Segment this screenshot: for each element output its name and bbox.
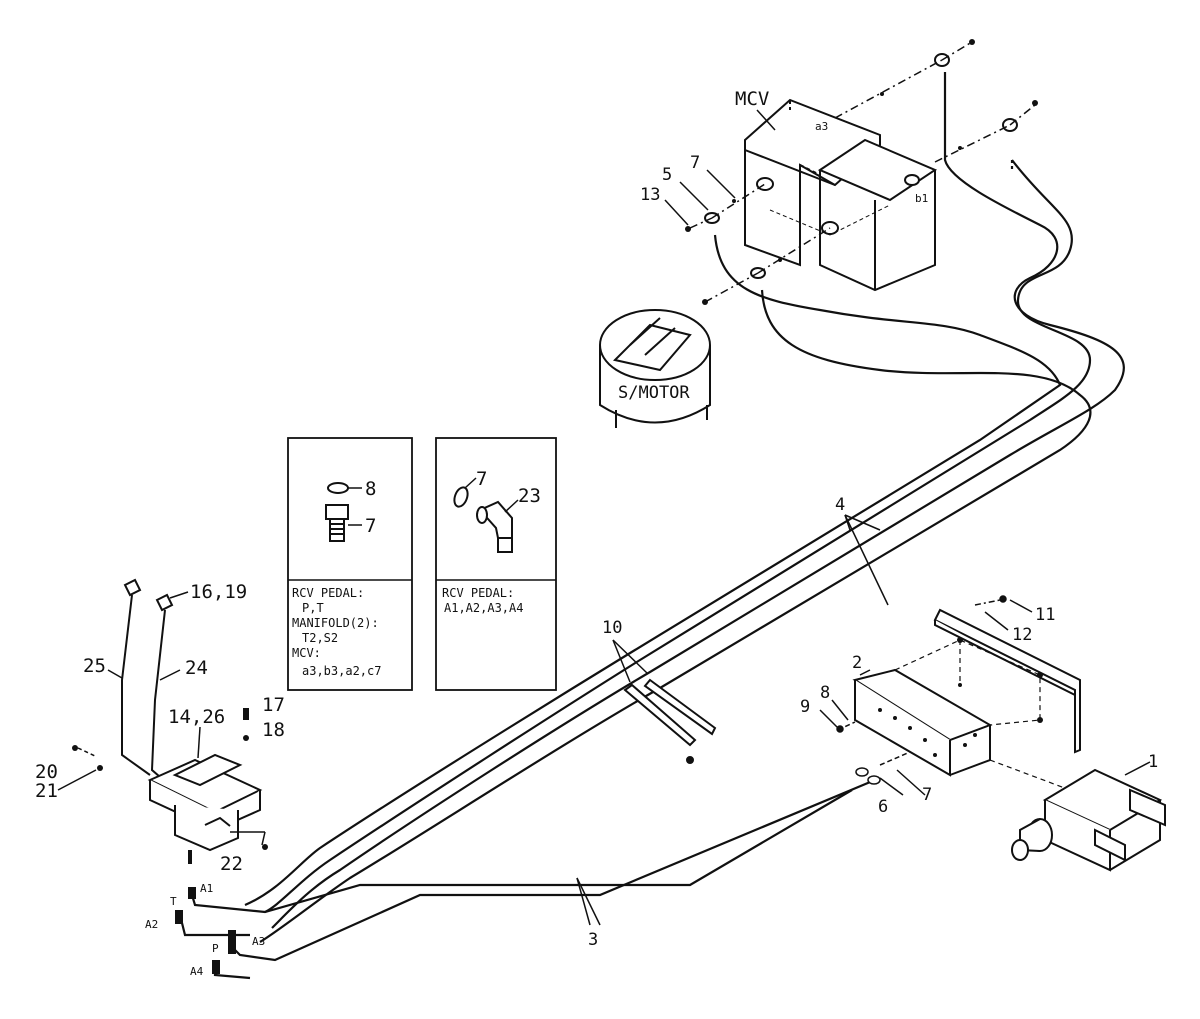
callout-18: 18	[262, 719, 285, 741]
callout-7-mcv: 7	[690, 153, 700, 173]
manifold-fitting-6-7	[855, 751, 926, 796]
callout-21: 21	[35, 780, 58, 802]
hose-end-fittings	[175, 850, 236, 974]
travel-pedal-assembly	[121, 578, 263, 852]
detail-left-callout-8: 8	[365, 478, 376, 500]
callout-11: 11	[1035, 605, 1055, 625]
callout-10-leaders	[612, 639, 649, 683]
mcv-leader-lines	[689, 41, 1036, 303]
manifold-2	[852, 668, 993, 777]
port-a3-label: A3	[252, 935, 265, 948]
callout-12: 12	[1012, 625, 1032, 645]
port-t-label: T	[170, 895, 177, 908]
callout-9: 9	[800, 697, 810, 717]
elbow-fitting-icon	[476, 500, 513, 553]
callout-25: 25	[83, 655, 106, 677]
callout-7-manifold: 7	[922, 785, 932, 805]
detail-left-line3: MANIFOLD(2):	[292, 616, 379, 630]
callout-20: 20	[35, 761, 58, 783]
bolt-11	[974, 595, 1007, 606]
swing-motor-label: S/MOTOR	[618, 383, 690, 403]
callout-3-leaders	[576, 877, 601, 926]
mcv-valve-block	[744, 98, 938, 292]
manifold-fitting-8-9	[819, 699, 856, 733]
detail-left-line1: RCV PEDAL:	[292, 586, 364, 600]
callout-14-26: 14,26	[168, 706, 225, 728]
detail-left-line6: a3,b3,a2,c7	[302, 664, 381, 678]
detail-left-line4: T2,S2	[302, 631, 338, 645]
swing-motor	[599, 309, 711, 428]
callout-6: 6	[878, 797, 888, 817]
pilot-pump-1	[1011, 768, 1166, 872]
port-a1-label: A1	[200, 882, 213, 895]
detail-left-callout-7: 7	[365, 515, 376, 537]
detail-right-callout-7: 7	[476, 468, 487, 490]
pedal-bolts	[72, 708, 268, 850]
port-label-b1: b1	[915, 192, 928, 205]
callout-16-19: 16,19	[190, 581, 247, 603]
port-label-a3: a3	[815, 120, 828, 133]
callout-4-leaders	[844, 514, 889, 606]
callout-5: 5	[662, 165, 672, 185]
manifold-ports	[878, 708, 977, 757]
bracket-bolt-holes	[957, 637, 1043, 723]
callout-24: 24	[185, 657, 208, 679]
mcv-hose-ends	[685, 39, 1038, 305]
callout-17: 17	[262, 694, 285, 716]
connector-icon	[325, 504, 349, 542]
detail-right-line2: A1,A2,A3,A4	[444, 601, 523, 615]
callout-3: 3	[588, 930, 598, 950]
callout-8: 8	[820, 683, 830, 703]
detail-left-line2: P,T	[302, 601, 324, 615]
detail-right-callout-23: 23	[518, 485, 541, 507]
detail-box-o-ring-connector	[287, 437, 413, 691]
detail-right-line1: RCV PEDAL:	[442, 586, 514, 600]
o-ring-icon	[453, 486, 469, 508]
port-a4-label: A4	[190, 965, 204, 978]
callout-13: 13	[640, 185, 660, 205]
hose-group-4	[244, 72, 1125, 943]
callout-1: 1	[1148, 752, 1158, 772]
port-p-label: P	[212, 942, 219, 955]
mcv-label: MCV	[735, 88, 769, 110]
detail-box-elbow	[435, 437, 557, 691]
bracket-dashed-outline	[894, 639, 1071, 791]
port-a2-label: A2	[145, 918, 158, 931]
callout-22: 22	[220, 853, 243, 875]
hose-clamp-10	[623, 678, 717, 764]
detail-left-line5: MCV:	[292, 646, 321, 660]
callout-4: 4	[835, 495, 845, 515]
callout-10: 10	[602, 618, 622, 638]
callout-2: 2	[852, 653, 862, 673]
